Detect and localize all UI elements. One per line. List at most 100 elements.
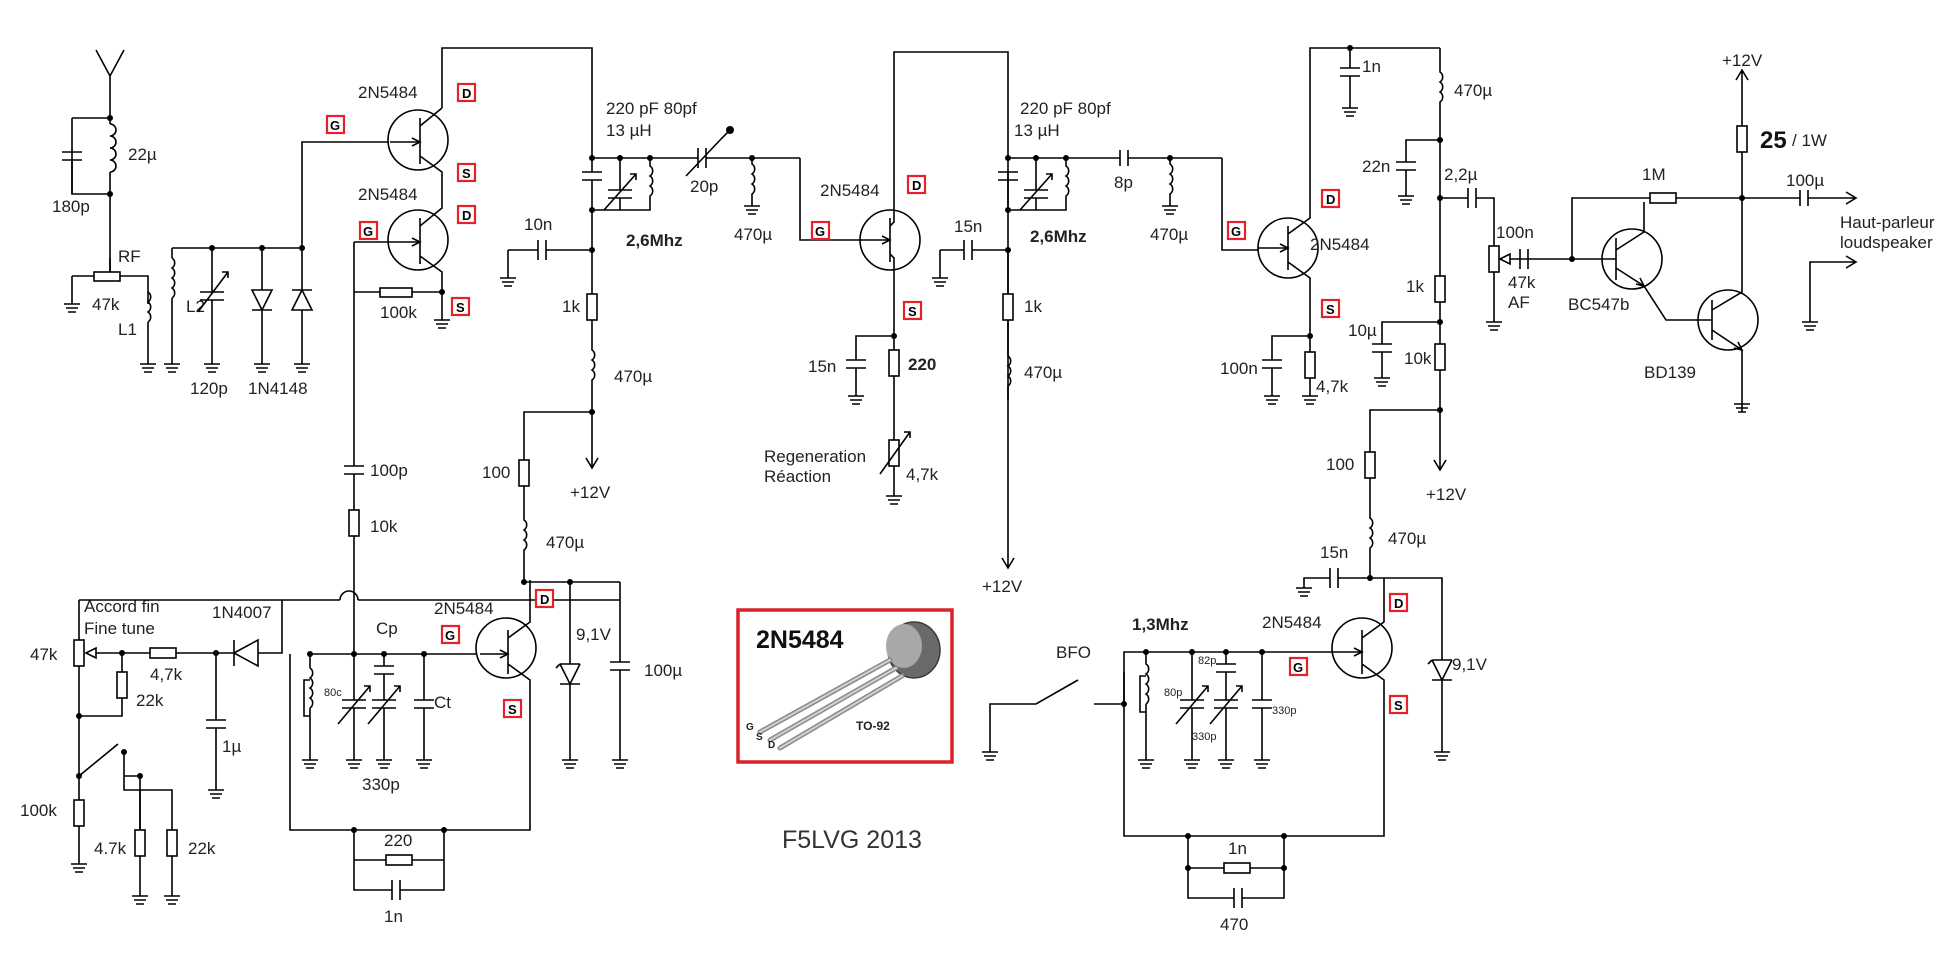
resistor-100k-b (73, 799, 85, 827)
label-80c: 80c (324, 687, 342, 699)
resistor-100-2 (1364, 451, 1376, 479)
rf-potentiometer (93, 271, 121, 282)
pin-s-q4 (1320, 298, 1341, 319)
resistor-1k-3 (1434, 275, 1446, 303)
fine-tune-potentiometer (73, 639, 85, 667)
label-15n-1: 15n (808, 357, 836, 376)
svg-text:G: G (1293, 660, 1303, 675)
label-470u-6: 470µ (1454, 81, 1492, 100)
label-100k-b: 100k (20, 801, 57, 820)
label-470u-7: 470µ (1388, 529, 1426, 548)
resistor-100k (379, 287, 413, 298)
label-12v-1: +12V (570, 483, 611, 502)
label-47k-rf: 47k (92, 295, 120, 314)
credit-text: F5LVG 2013 (782, 826, 922, 854)
label-100u-b: 100µ (644, 661, 682, 680)
label-470u-3: 470µ (546, 533, 584, 552)
label-c2: 220 pF 80pf (1020, 99, 1111, 118)
resistor-10k-a (1434, 343, 1446, 371)
resistor-220 (888, 349, 900, 377)
bfo-oscillator: 15n 9,1V 2N5484 D G S 1,3Mhz 80p 82p 330… (982, 543, 1488, 934)
label-bc547b: BC547b (1568, 295, 1629, 314)
label-freq-2: 2,6Mhz (1030, 227, 1087, 246)
resistor-10k-b (348, 509, 360, 537)
pin-s-q2 (450, 296, 471, 317)
svg-text:D: D (1394, 596, 1403, 611)
tank-2: 220 pF 80pf 13 µH 8p 470µ 15n 2,6Mhz 1k … (932, 99, 1222, 400)
pin-g-q5 (440, 624, 461, 645)
label-470u-4: 470µ (1150, 225, 1188, 244)
svg-text:G: G (1231, 224, 1241, 239)
svg-text:D: D (462, 86, 471, 101)
pin-g-q1 (325, 114, 346, 135)
jfet-q2 (387, 209, 449, 271)
label-15n-3: 15n (1320, 543, 1348, 562)
label-freq-3: 1,3Mhz (1132, 615, 1189, 634)
label-1w: / 1W (1792, 131, 1827, 150)
diode-1n4148-a (250, 248, 274, 364)
stage3-audio: 2N5484 D G S 100n 4,7k 1n 470µ 22n 1k 10… (1220, 45, 1572, 568)
svg-text:S: S (1394, 698, 1403, 713)
label-1k-1: 1k (562, 297, 580, 316)
pin-s-q6 (1388, 694, 1409, 715)
resistor-4k7-b (149, 647, 177, 659)
label-1n-b: 1n (384, 907, 403, 926)
label-47k-af: 47k (1508, 273, 1536, 292)
speaker-ground-terminal (1802, 255, 1858, 331)
label-100u-out: 100µ (1786, 171, 1824, 190)
label-l2: L2 (186, 297, 205, 316)
label-12v-4: +12V (1722, 51, 1763, 70)
resistor-25-1w (1736, 125, 1748, 153)
label-4k7-regen: 4,7k (906, 465, 939, 484)
pin-s-q3 (902, 300, 923, 321)
pin-g-q4 (1226, 220, 1247, 241)
label-q6: 2N5484 (1262, 613, 1322, 632)
antenna-icon (95, 49, 125, 118)
label-22n: 22n (1362, 157, 1390, 176)
label-120p: 120p (190, 379, 228, 398)
variable-capacitor-120p (197, 248, 229, 364)
transistor-pinout-inset: 2N5484 G S D TO-92 (736, 608, 954, 764)
label-330p-c: 330p (1272, 705, 1296, 717)
resistor-22k-b (166, 829, 178, 857)
inductor-l2 (170, 257, 176, 364)
label-100n-b: 100n (1496, 223, 1534, 242)
label-af: AF (1508, 293, 1530, 312)
label-10n: 10n (524, 215, 552, 234)
label-25: 25 (1760, 127, 1787, 154)
inductor-22u (109, 123, 117, 194)
label-bd139: BD139 (1644, 363, 1696, 382)
resistor-4k7-a (1304, 351, 1316, 379)
inset-package: TO-92 (856, 719, 890, 733)
label-4k7-b: 4,7k (150, 665, 183, 684)
svg-text:S: S (508, 702, 517, 717)
af-potentiometer (1488, 245, 1500, 273)
label-regeneration: Regeneration (764, 447, 866, 466)
stage2-detector: 2N5484 D G S 15n 220 Regeneration Réacti… (764, 51, 1023, 596)
label-1k-3: 1k (1406, 277, 1424, 296)
pin-d-q1 (456, 82, 477, 103)
label-c1: 220 pF 80pf (606, 99, 697, 118)
label-accord-fin: Accord fin (84, 597, 160, 616)
label-1n-top: 1n (1362, 57, 1381, 76)
svg-text:G: G (330, 118, 340, 133)
label-bfo: BFO (1056, 643, 1091, 662)
svg-text:D: D (462, 208, 471, 223)
label-9v1-a: 9,1V (576, 625, 612, 644)
resistor-22k-a (116, 671, 128, 699)
resistor-1n-c (1223, 862, 1251, 874)
label-12v-3: +12V (1426, 485, 1467, 504)
label-10k-a: 10k (1404, 349, 1432, 368)
resistor-1k-2 (1002, 293, 1014, 321)
svg-text:G: G (363, 224, 373, 239)
label-q2: 2N5484 (358, 185, 418, 204)
resistor-1k-1 (586, 293, 598, 321)
svg-text:D: D (1326, 192, 1335, 207)
svg-text:S: S (456, 300, 465, 315)
label-330p-b: 330p (1192, 731, 1216, 743)
resistor-1m (1649, 192, 1677, 204)
pin-d-q2 (456, 204, 477, 225)
label-fine-tune: Fine tune (84, 619, 155, 638)
svg-text:S: S (462, 166, 471, 181)
